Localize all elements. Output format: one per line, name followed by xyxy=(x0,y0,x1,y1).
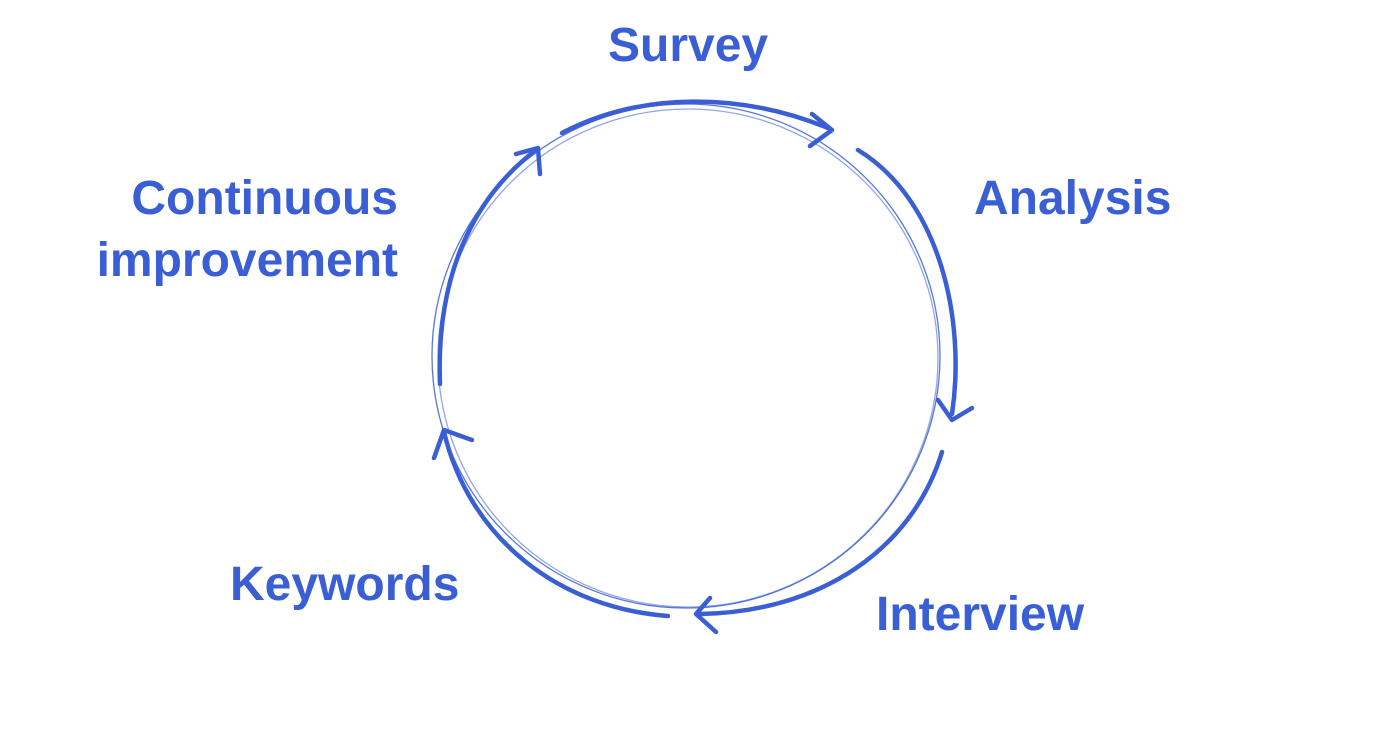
arrowhead-bottom xyxy=(693,595,719,635)
arrowhead-left xyxy=(431,427,475,461)
arc-right xyxy=(855,147,958,417)
stage-label-continuous-line-2: improvement xyxy=(96,234,398,288)
arrowhead-top xyxy=(807,111,835,149)
cycle-guide-circle-inner xyxy=(437,108,939,608)
stage-label-continuous-improvement: Continuous improvement xyxy=(97,168,398,293)
arc-top xyxy=(559,99,831,136)
arc-left xyxy=(437,147,539,387)
arc-bottom-left xyxy=(441,429,671,619)
stage-label-continuous-line-1: Continuous xyxy=(131,172,398,225)
stage-label-keywords: Keywords xyxy=(230,558,460,611)
stage-label-interview: Interview xyxy=(876,588,1085,641)
stage-label-survey: Survey xyxy=(608,19,769,72)
cycle-guide-circle-outer xyxy=(431,103,941,609)
arrowhead-right xyxy=(935,397,975,423)
arc-bottom-right xyxy=(697,449,945,617)
arrowhead-top-left xyxy=(513,145,543,177)
stage-label-analysis: Analysis xyxy=(974,172,1172,225)
